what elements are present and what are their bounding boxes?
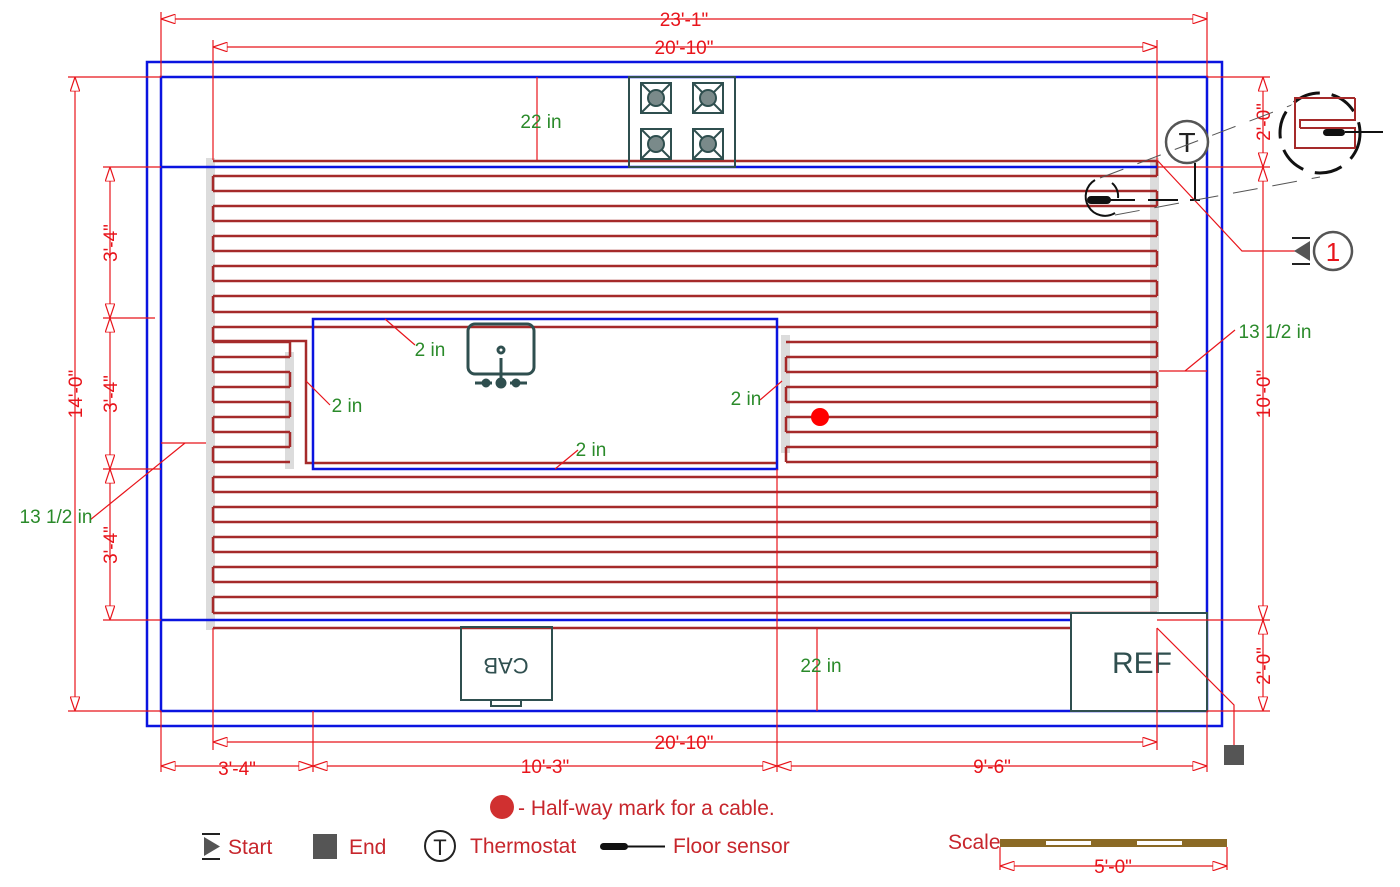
burner-icon — [640, 128, 672, 160]
legend-start: Start — [228, 836, 273, 859]
legend-floor-sensor: Floor sensor — [673, 835, 790, 858]
burner-icon — [640, 82, 672, 114]
legend-end-icon — [313, 834, 337, 859]
cabinet: CAB — [460, 626, 553, 707]
end-marker — [1224, 745, 1244, 765]
start-number: 1 — [1326, 237, 1340, 267]
outer-wall — [145, 60, 1224, 728]
clearance-island-right: 2 in — [731, 389, 762, 410]
burner-icon — [692, 82, 724, 114]
dim-right-middle: 10'-0" — [1254, 370, 1275, 418]
dim-bottom-left: 3'-4" — [218, 759, 256, 780]
clearance-island-left: 2 in — [332, 396, 363, 417]
halfway-mark — [811, 408, 829, 426]
legend-thermostat-icon: T — [424, 830, 456, 862]
inner-wall — [159, 75, 1209, 713]
burner-icon — [692, 128, 724, 160]
legend-halfway-icon — [490, 795, 514, 819]
scale-bar — [999, 839, 1228, 870]
dim-overall-height: 14'-0" — [66, 370, 87, 418]
dim-inner-width-top: 20'-10" — [655, 38, 714, 59]
stove — [628, 76, 736, 168]
dim-left-seg-3: 3'-4" — [101, 526, 122, 564]
clearance-island-top: 2 in — [415, 340, 446, 361]
floor-sensor-icon — [1084, 97, 1321, 217]
heating-cable — [211, 159, 1159, 630]
cable-run — [213, 339, 777, 465]
cabinet-label: CAB — [483, 653, 528, 678]
legend-thermostat: Thermostat — [470, 835, 576, 858]
dimension-lines — [68, 12, 1296, 772]
dim-bottom-right: 9'-6" — [973, 757, 1011, 778]
dim-overall-width: 23'-1" — [660, 10, 708, 31]
mounting-strips — [206, 158, 1159, 630]
legend: - Half-way mark for a cable. Start End T… — [202, 795, 1228, 878]
sensor-detail-icon — [1278, 91, 1383, 175]
clearance-bottom: 22 in — [800, 656, 841, 677]
dim-left-seg-2: 3'-4" — [101, 375, 122, 413]
dim-right-top: 2'-0" — [1254, 103, 1275, 141]
legend-halfway-text: - Half-way mark for a cable. — [518, 797, 775, 820]
dim-bottom-middle: 10'-3" — [521, 757, 569, 778]
legend-floor-sensor-icon — [600, 843, 665, 850]
dim-inner-width-bottom: 20'-10" — [655, 733, 714, 754]
refrigerator-label: REF — [1112, 647, 1172, 680]
dim-left-seg-1: 3'-4" — [101, 224, 122, 262]
clearance-island-bottom: 2 in — [576, 440, 607, 461]
legend-start-icon — [202, 833, 220, 860]
svg-text:T: T — [433, 835, 446, 860]
dim-right-bottom: 2'-0" — [1254, 647, 1275, 685]
refrigerator: REF — [1070, 612, 1208, 712]
clearance-right: 13 1/2 in — [1239, 322, 1312, 343]
scale-value: 5'-0" — [1094, 857, 1132, 878]
island — [311, 317, 779, 471]
sink-icon — [466, 322, 536, 389]
clearance-top: 22 in — [520, 112, 561, 133]
clearance-left: 13 1/2 in — [20, 507, 93, 528]
scale-label: Scale — [948, 831, 1001, 854]
svg-text:T: T — [1178, 127, 1195, 158]
start-marker: 1 — [1292, 230, 1354, 272]
thermostat-icon: T — [1164, 119, 1210, 200]
legend-end: End — [349, 836, 386, 859]
